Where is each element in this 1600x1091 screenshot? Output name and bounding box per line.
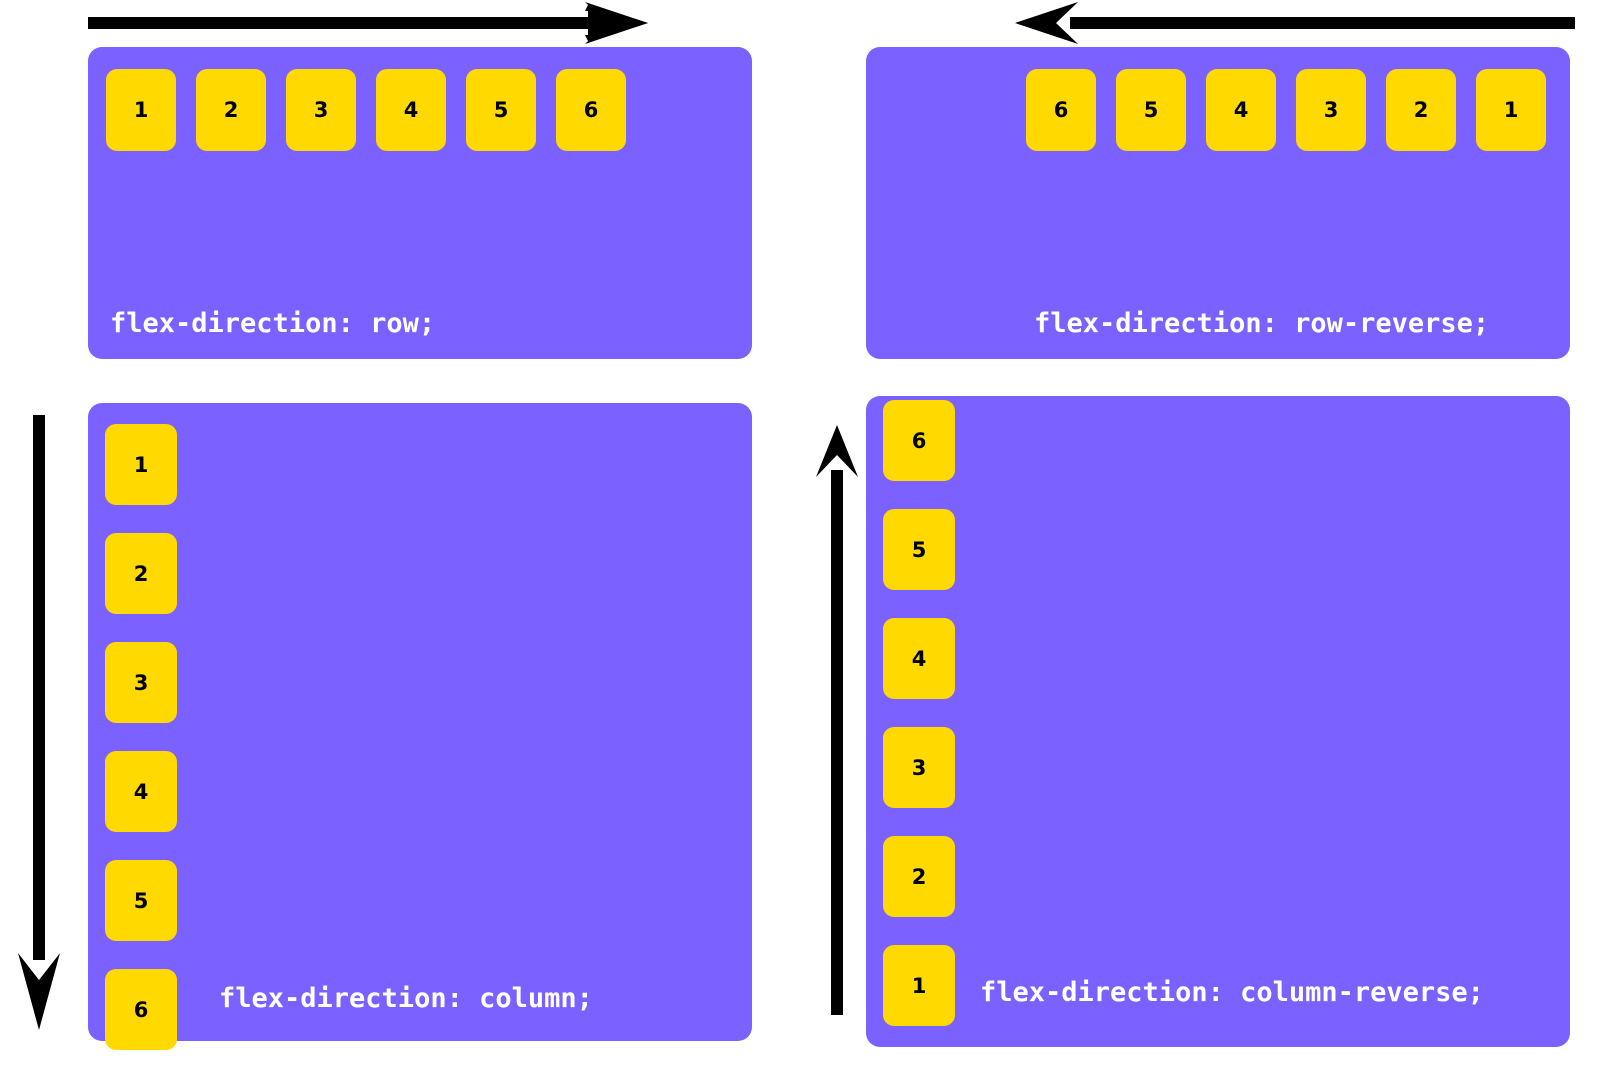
flex-item[interactable]: 4 [1206, 69, 1276, 151]
flex-item[interactable]: 4 [376, 69, 446, 151]
flex-item[interactable]: 3 [883, 727, 955, 808]
arrow-right-icon [88, 0, 648, 46]
flex-direction-column-caption: flex-direction: column; [219, 983, 593, 1014]
flex-item[interactable]: 5 [1116, 69, 1186, 151]
flex-item[interactable]: 3 [286, 69, 356, 151]
flex-item[interactable]: 1 [883, 945, 955, 1026]
flex-item[interactable]: 4 [883, 618, 955, 699]
flex-item[interactable]: 2 [196, 69, 266, 151]
flex-container-row: 1 2 3 4 5 6 [88, 47, 752, 359]
flex-item[interactable]: 2 [883, 836, 955, 917]
flex-item[interactable]: 5 [105, 860, 177, 941]
flex-item[interactable]: 4 [105, 751, 177, 832]
flex-item[interactable]: 1 [105, 424, 177, 505]
flex-item[interactable]: 3 [105, 642, 177, 723]
flex-item[interactable]: 6 [1026, 69, 1096, 151]
flex-direction-row-caption: flex-direction: row; [110, 308, 436, 339]
flex-item[interactable]: 6 [556, 69, 626, 151]
flex-container-column: 1 2 3 4 5 6 [88, 403, 752, 1050]
flex-item[interactable]: 6 [883, 400, 955, 481]
flex-item[interactable]: 5 [883, 509, 955, 590]
flex-item[interactable]: 1 [1476, 69, 1546, 151]
flex-item[interactable]: 1 [106, 69, 176, 151]
flex-item[interactable]: 6 [105, 969, 177, 1050]
flex-item[interactable]: 3 [1296, 69, 1366, 151]
flex-container-row-reverse: 1 2 3 4 5 6 [866, 47, 1570, 359]
flex-direction-column-reverse-caption: flex-direction: column-reverse; [980, 977, 1484, 1008]
flex-item[interactable]: 2 [105, 533, 177, 614]
arrow-left-icon [975, 0, 1575, 46]
arrow-up-icon [812, 425, 862, 1015]
arrow-down-icon [14, 415, 64, 1030]
flex-item[interactable]: 5 [466, 69, 536, 151]
flex-direction-row-reverse-caption: flex-direction: row-reverse; [1034, 308, 1490, 339]
flex-container-column-reverse: 1 2 3 4 5 6 [866, 396, 1570, 1047]
flex-item[interactable]: 2 [1386, 69, 1456, 151]
